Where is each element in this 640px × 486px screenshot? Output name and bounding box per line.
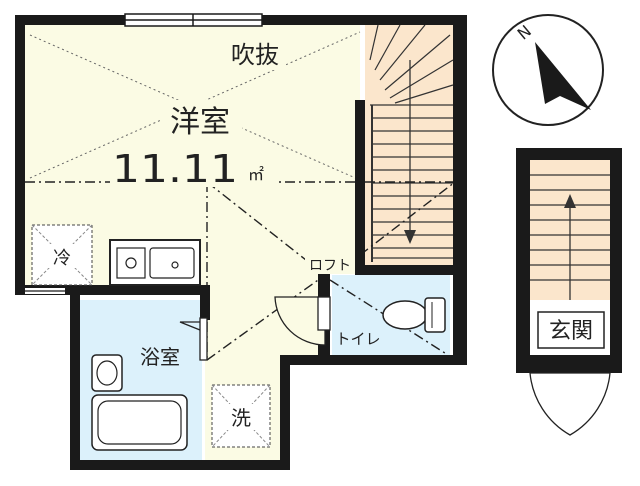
toilet-door (274, 296, 326, 346)
interior-stairs (369, 24, 454, 262)
entrance-door (529, 372, 611, 436)
entrance-stairs (530, 174, 610, 300)
loft-label: ロフト (309, 258, 351, 274)
toilet-label: トイレ (335, 330, 380, 348)
fukinuke-label: 吹抜 (231, 41, 279, 69)
bathroom-door (199, 317, 208, 361)
north-arrow-icon (535, 42, 591, 110)
room-area-number: 11.11 (112, 147, 238, 191)
bathroom-label: 浴室 (140, 345, 180, 369)
entrance-label: 玄関 (549, 319, 593, 344)
bathtub (91, 394, 188, 451)
toilet-bowl (382, 297, 446, 333)
walls (15, 13, 622, 470)
fridge-label: 冷 (53, 248, 71, 269)
western-room-label: 洋室 (170, 105, 230, 140)
room-labels: 吹抜 洋室 11.11 ㎡ ロフト トイレ 浴室 冷 洗 玄関 (48, 36, 605, 430)
compass: N (492, 14, 604, 126)
stairs-floor (365, 25, 453, 265)
washer-label: 洗 (231, 406, 251, 430)
doors (179, 296, 611, 436)
room-area-unit: ㎡ (248, 165, 264, 184)
wash-basin (91, 354, 123, 392)
